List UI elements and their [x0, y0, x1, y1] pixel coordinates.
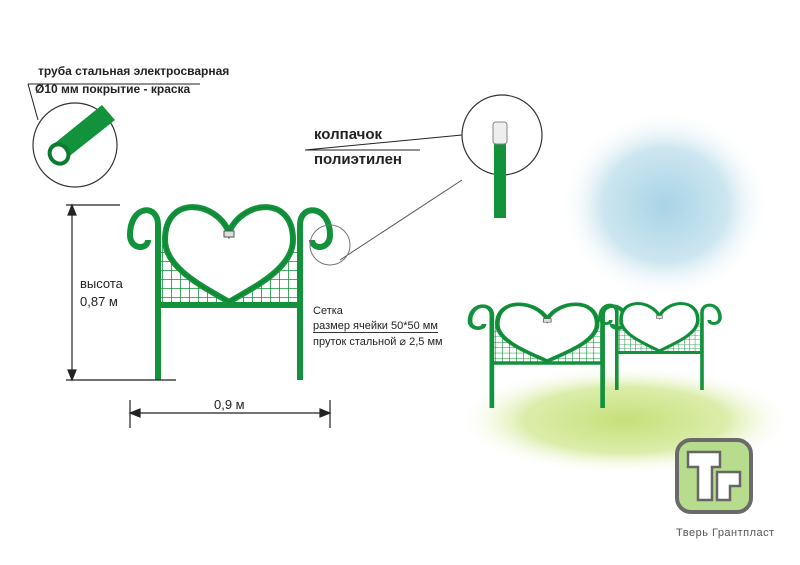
pipe-detail-circle: [27, 83, 200, 188]
cap-label-line2: полиэтилен: [314, 151, 402, 168]
cap-label-line1: колпачок: [314, 126, 383, 143]
pipe-label-line1: труба стальная электросварная: [38, 64, 230, 78]
width-label-value: 0,9 м: [214, 397, 245, 412]
height-label-line1: высота: [80, 276, 123, 291]
mesh-label-line2: размер ячейки 50*50 мм: [313, 320, 438, 333]
height-dimension: [66, 203, 176, 382]
fence-section-main: [130, 207, 330, 380]
pipe-label-line2: Ø10 мм покрытие - краска: [35, 82, 191, 96]
brand-logo: [675, 438, 753, 514]
height-label-value: 0,87 м: [80, 294, 118, 309]
mesh-label-line1: Сетка: [313, 305, 343, 317]
brand-name: Тверь Грантпласт: [676, 527, 775, 539]
mesh-label-line3: пруток стальной ⌀ 2,5 мм: [313, 336, 443, 348]
cap-detail-circle: [304, 94, 543, 266]
sky-blob: [560, 110, 770, 300]
width-dimension: [128, 400, 332, 428]
